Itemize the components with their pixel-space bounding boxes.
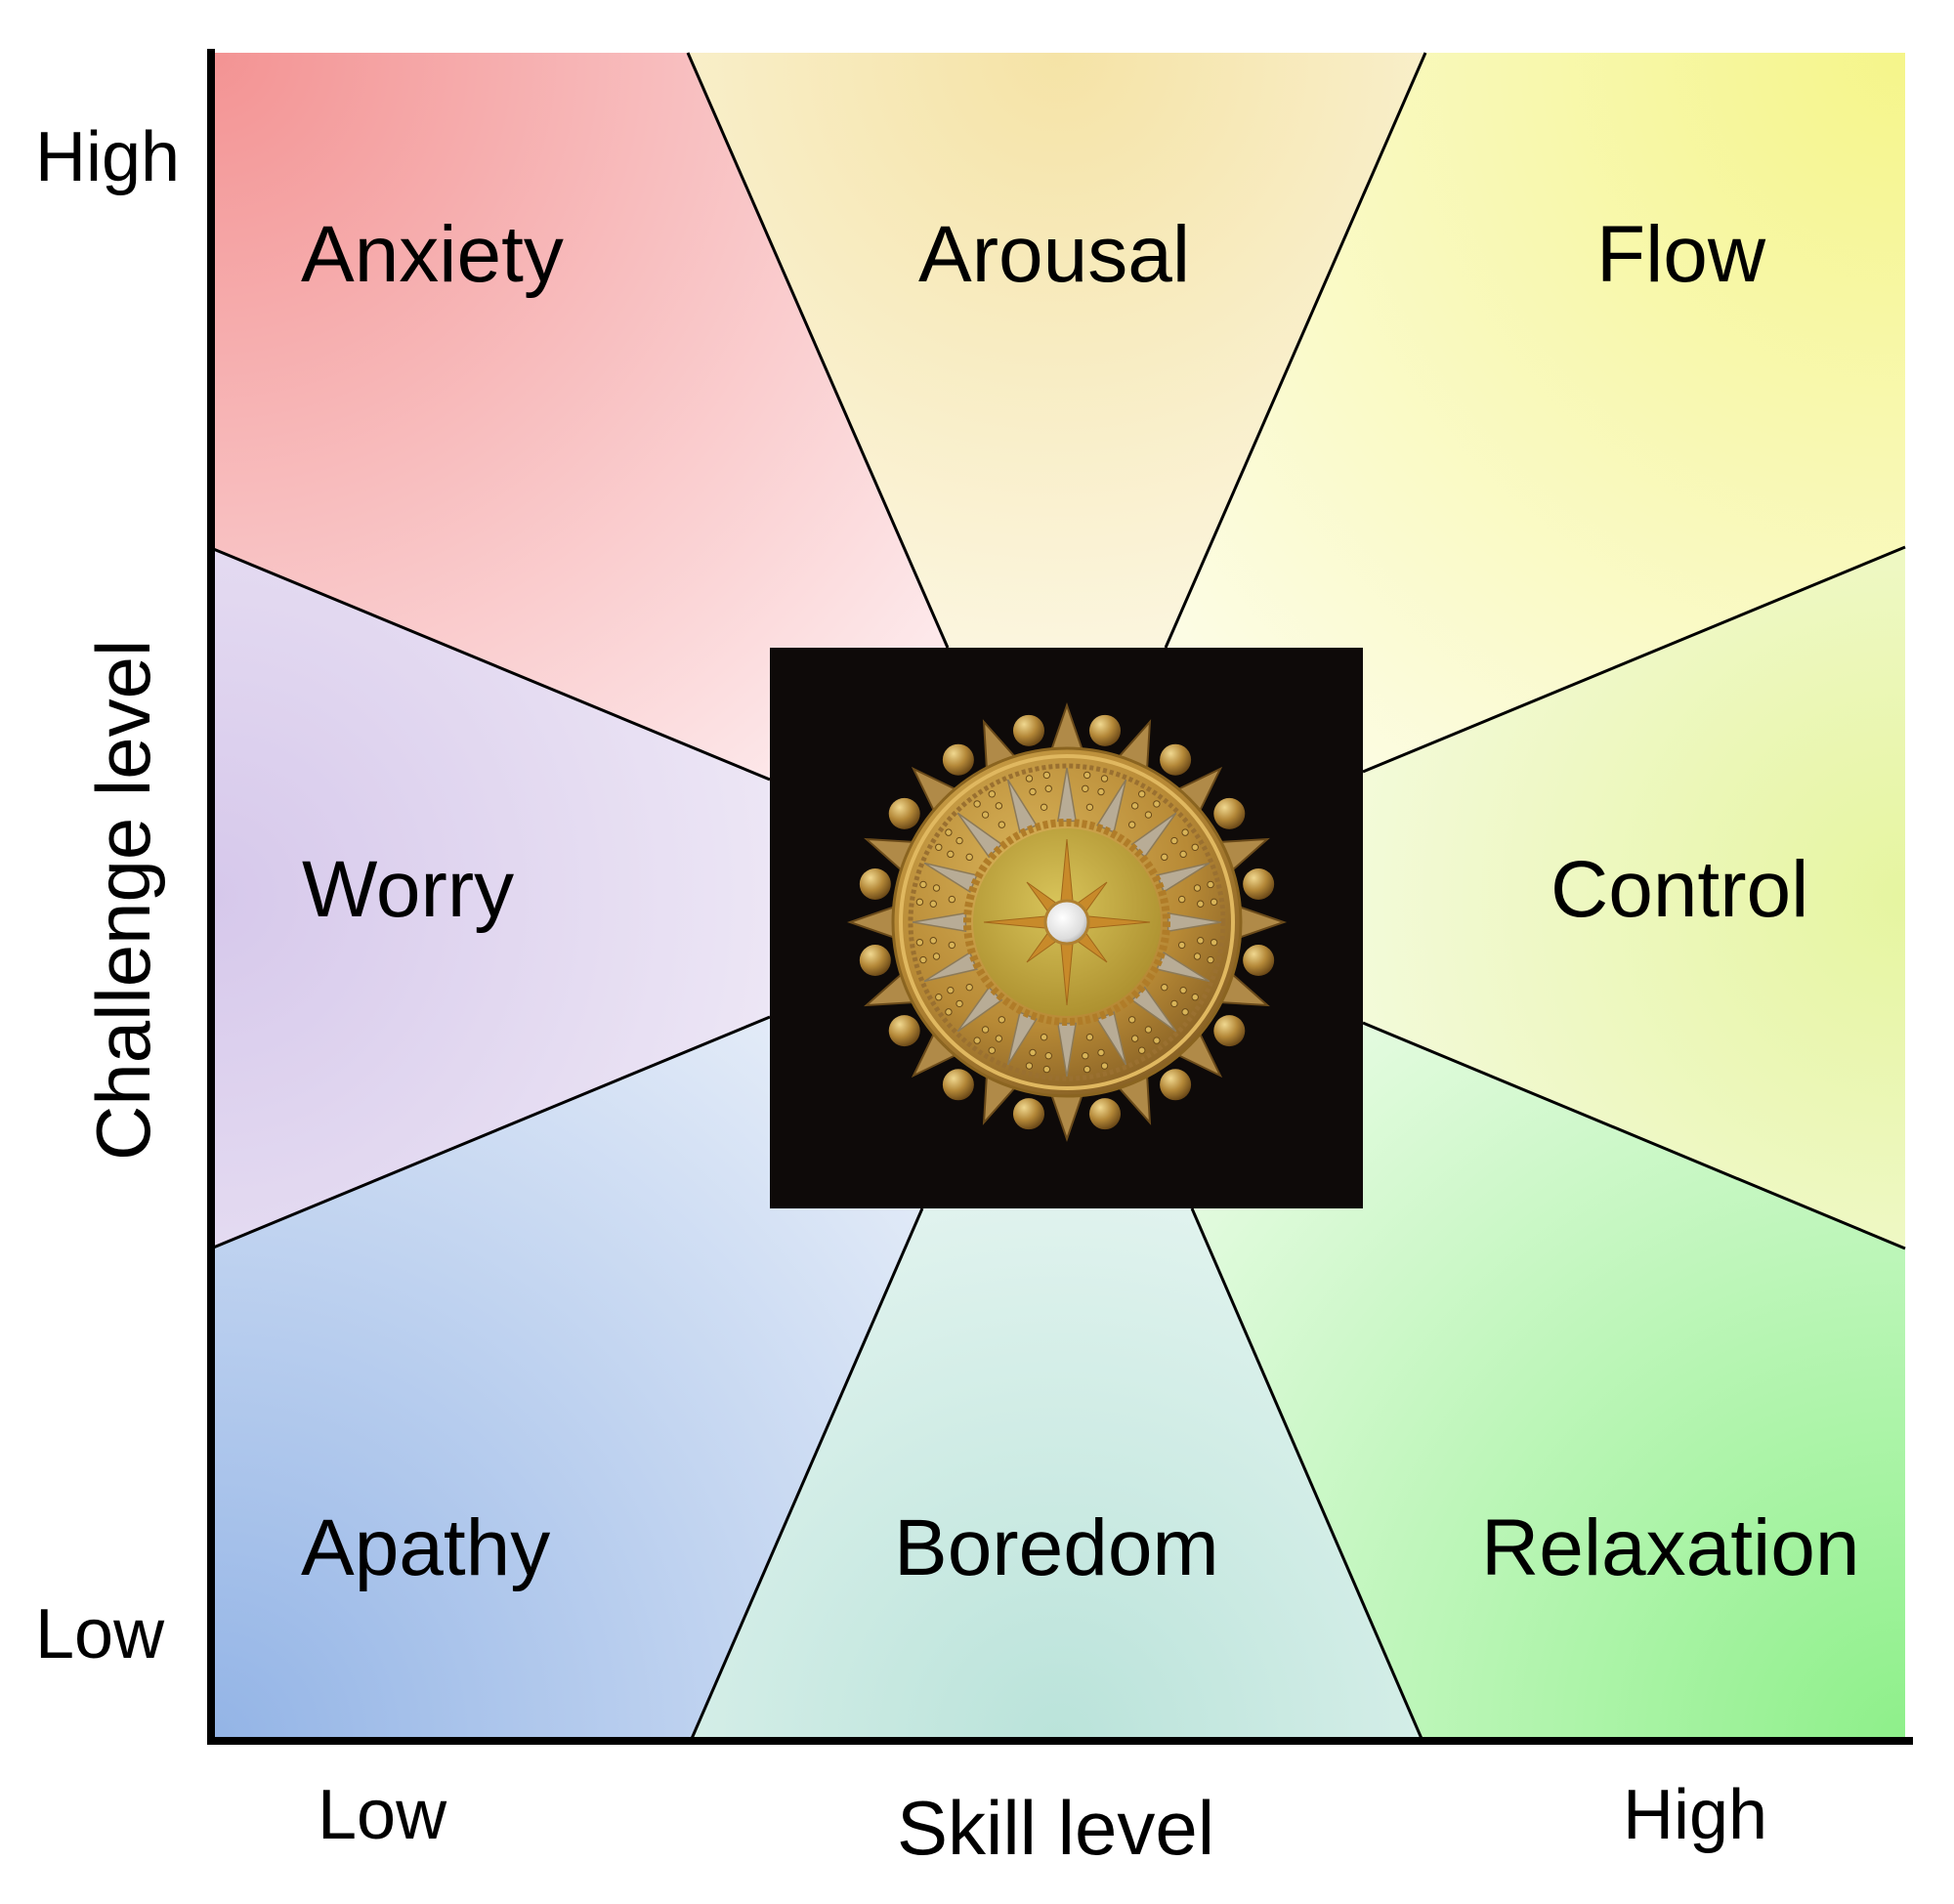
region-anxiety xyxy=(211,53,948,780)
axes xyxy=(207,49,1913,1745)
axis-labels: High Low Low High Skill level Challenge … xyxy=(35,118,1767,1871)
x-axis-high-label: High xyxy=(1623,1776,1767,1854)
brooch-photo xyxy=(770,648,1363,1208)
region-arousal xyxy=(688,53,1425,648)
divider-worry-anxiety xyxy=(210,546,771,782)
divider-apathy-worry xyxy=(210,1015,771,1250)
diamond-icon xyxy=(1043,899,1090,946)
divider-arousal-flow xyxy=(1164,52,1427,649)
region-control xyxy=(1363,547,1905,1248)
divider-anxiety-arousal xyxy=(686,52,950,649)
label-arousal: Arousal xyxy=(918,210,1190,299)
region-relaxation xyxy=(1192,1023,1905,1741)
y-axis-low-label: Low xyxy=(35,1595,165,1673)
region-dividers xyxy=(210,52,1906,1742)
divider-boredom-apathy xyxy=(689,1207,924,1742)
y-axis-title: Challenge level xyxy=(80,640,166,1161)
brooch-icon xyxy=(846,701,1288,1143)
label-apathy: Apathy xyxy=(301,1503,550,1592)
label-flow: Flow xyxy=(1596,210,1766,299)
label-relaxation: Relaxation xyxy=(1481,1503,1859,1592)
divider-control-relaxation xyxy=(1362,1021,1906,1250)
label-control: Control xyxy=(1550,845,1808,934)
x-axis-title: Skill level xyxy=(897,1785,1214,1871)
label-boredom: Boredom xyxy=(894,1503,1219,1592)
label-worry: Worry xyxy=(302,845,514,934)
region-boredom xyxy=(691,1208,1423,1741)
divider-flow-control xyxy=(1362,545,1906,774)
region-flow xyxy=(1166,53,1905,772)
label-anxiety: Anxiety xyxy=(301,210,564,299)
y-axis-high-label: High xyxy=(35,118,180,196)
region-labels: Anxiety Arousal Flow Worry Control Apath… xyxy=(301,210,1859,1592)
x-axis-low-label: Low xyxy=(318,1776,447,1854)
divider-relaxation-boredom xyxy=(1190,1207,1424,1742)
region-apathy xyxy=(211,1017,922,1741)
